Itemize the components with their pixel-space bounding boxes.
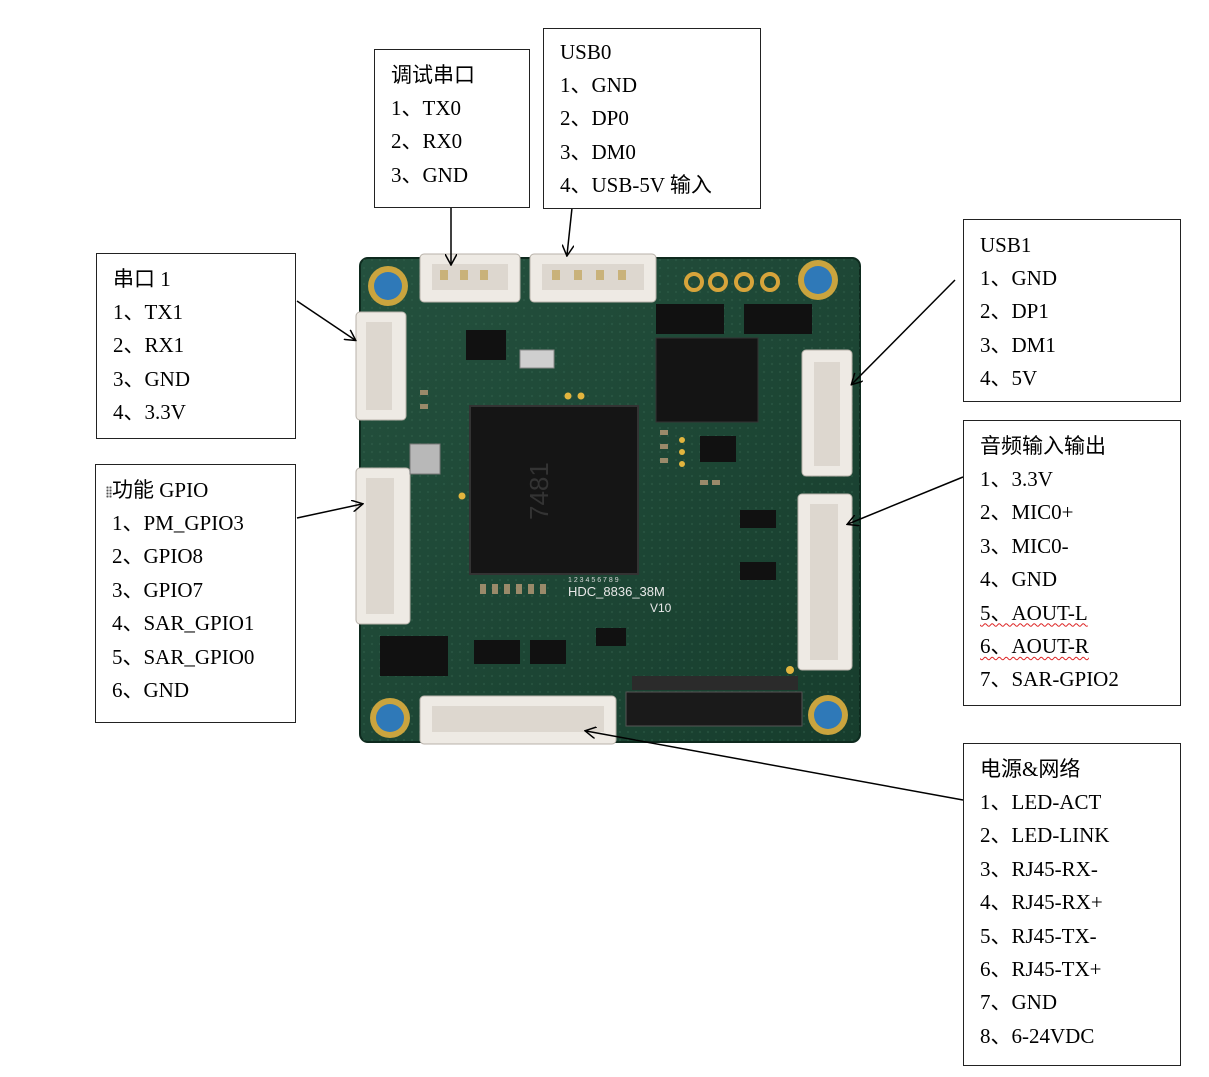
func-gpio-box: 功能 GPIO 1、PM_GPIO3 2、GPIO8 3、GPIO7 4、SAR…	[95, 464, 296, 723]
func-gpio-pin: 3、GPIO7	[112, 577, 204, 602]
func-gpio-pin: 6、GND	[112, 678, 189, 703]
usb0-title: USB0	[560, 40, 612, 64]
func-gpio-title: 功能 GPIO	[112, 478, 209, 502]
audio-pin: 1、3.3V	[980, 467, 1053, 491]
func-gpio-pin: 5、SAR_GPIO0	[112, 644, 255, 669]
func-gpio-pin: 4、SAR_GPIO1	[112, 611, 255, 636]
connector-usb1	[801, 349, 853, 477]
audio-pin: 2、MIC0+	[980, 500, 1074, 525]
uart1-pin: 1、TX1	[113, 300, 183, 324]
mount-hole-top-right	[798, 260, 838, 300]
usb-hub-chip	[655, 337, 759, 423]
power-network-pin: 5、RJ45-TX-	[980, 923, 1097, 948]
silk-pin-numbers: 1 2 3 4 5 6 7 8 9	[568, 577, 619, 584]
power-network-pin: 4、RJ45-RX+	[980, 890, 1103, 915]
uart1-box: 串口 1 1、TX1 2、RX1 3、GND 4、3.3V	[96, 253, 296, 439]
mount-hole-top-left	[368, 266, 408, 306]
usb1-pin: 3、DM1	[980, 332, 1056, 357]
usb0-pin: 3、DM0	[560, 139, 636, 164]
power-network-pin: 3、RJ45-RX-	[980, 856, 1098, 881]
debug-uart-pin: 1、TX0	[391, 96, 461, 120]
uart1-pin: 3、GND	[113, 366, 190, 391]
audio-box: 音频输入输出 1、3.3V 2、MIC0+ 3、MIC0- 4、GND 5、AO…	[963, 420, 1181, 706]
uart1-title: 串口 1	[113, 267, 171, 291]
debug-uart-box: 调试串口 1、TX0 2、RX0 3、GND	[374, 49, 530, 208]
connector-usb0	[529, 253, 657, 303]
arrow-usb1	[852, 279, 956, 384]
debug-uart-title: 调试串口	[391, 63, 475, 87]
audio-pin: 6、AOUT-R	[980, 630, 1180, 663]
usb1-title: USB1	[980, 233, 1032, 257]
power-network-box: 电源&网络 1、LED-ACT 2、LED-LINK 3、RJ45-RX- 4、…	[963, 743, 1181, 1066]
power-network-pin: 7、GND	[980, 990, 1057, 1015]
connector-power-network	[419, 695, 617, 745]
arrow-audio	[848, 476, 964, 524]
arrow-usb0	[567, 207, 572, 255]
mount-hole-bottom-right	[808, 695, 848, 735]
power-network-pin: 2、LED-LINK	[980, 823, 1110, 848]
silk-version: V10	[650, 601, 672, 615]
debug-uart-pin: 2、RX0	[391, 129, 463, 154]
power-network-pin: 1、LED-ACT	[980, 790, 1102, 814]
audio-pin: 7、SAR-GPIO2	[980, 667, 1119, 692]
audio-pin: 4、GND	[980, 567, 1057, 592]
func-gpio-pin: 2、GPIO8	[112, 544, 204, 569]
power-network-pin: 6、RJ45-TX+	[980, 957, 1102, 982]
usb0-pin: 1、GND	[560, 73, 637, 97]
audio-pin: 3、MIC0-	[980, 533, 1069, 558]
mount-hole-bottom-left	[370, 698, 410, 738]
func-gpio-pin: 1、PM_GPIO3	[112, 511, 244, 535]
usb0-pin: 4、USB-5V 输入	[560, 173, 712, 198]
silk-model: HDC_8836_38M	[568, 584, 665, 599]
connector-uart1	[355, 311, 407, 421]
uart1-pin: 4、3.3V	[113, 400, 186, 425]
usb1-pin: 1、GND	[980, 266, 1057, 290]
debug-uart-pin: 3、GND	[391, 162, 468, 187]
connector-func-gpio	[355, 467, 411, 625]
arrow-power-network	[586, 731, 964, 801]
header-pads	[684, 272, 780, 292]
audio-pin-text: 6、AOUT-R	[980, 634, 1089, 659]
usb1-pin: 4、5V	[980, 366, 1038, 391]
anchor-marker-icon	[106, 486, 112, 498]
usb1-box: USB1 1、GND 2、DP1 3、DM1 4、5V	[963, 219, 1181, 402]
audio-pin: 5、AOUT-L	[980, 597, 1180, 630]
connector-audio	[797, 493, 853, 671]
audio-pin-text: 5、AOUT-L	[980, 600, 1088, 625]
usb1-pin: 2、DP1	[980, 299, 1049, 324]
fpc-connector	[625, 691, 803, 727]
chip-marking: 7481	[524, 462, 554, 520]
uart1-pin: 2、RX1	[113, 333, 185, 358]
audio-title: 音频输入输出	[980, 434, 1106, 458]
usb0-pin: 2、DP0	[560, 106, 629, 131]
connector-debug-uart	[419, 253, 521, 303]
arrow-uart1	[296, 300, 355, 340]
usb0-box: USB0 1、GND 2、DP0 3、DM0 4、USB-5V 输入	[543, 28, 761, 209]
arrow-func-gpio	[296, 504, 362, 519]
power-network-pin: 8、6-24VDC	[980, 1023, 1095, 1048]
main-soc	[469, 405, 639, 575]
power-network-title: 电源&网络	[980, 757, 1081, 781]
